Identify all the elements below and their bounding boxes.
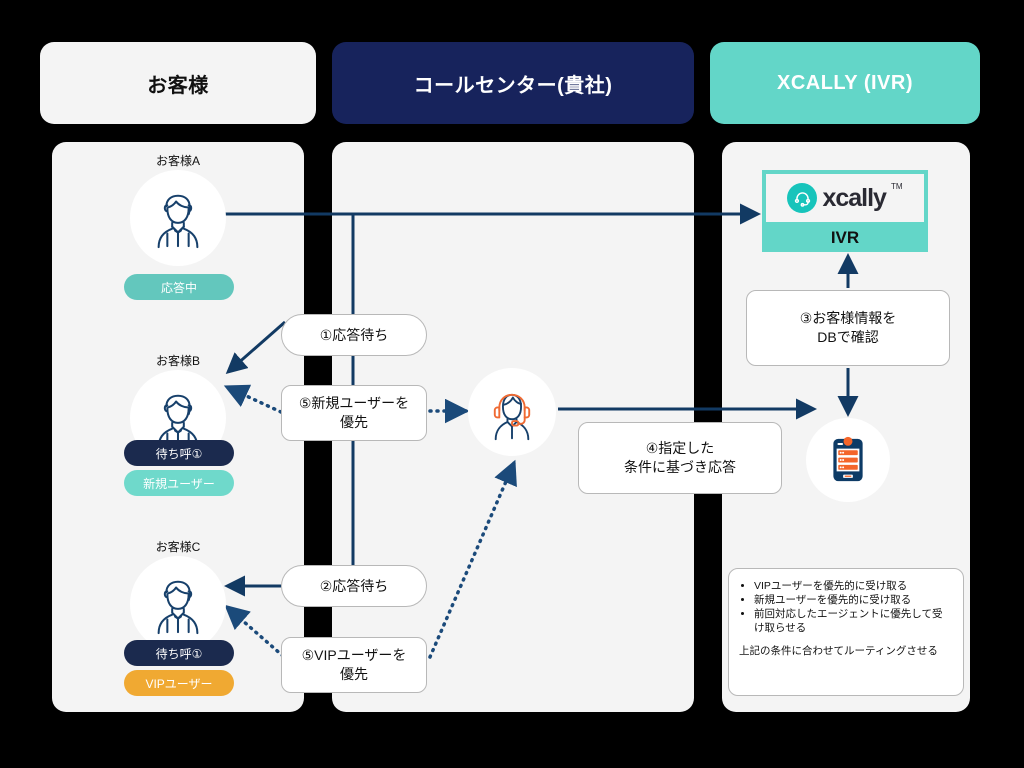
ivr-label: IVR [830,228,860,247]
step-2-label: ②応答待ち [319,577,389,594]
xcally-wordmark: xcally [822,183,887,212]
customerA-avatar [130,170,226,266]
routing-rule-item: 前回対応したエージェントに優先して受け取らせる [754,607,951,635]
step-2-box[interactable]: ②応答待ち [281,565,427,607]
customerC-badge-0: 待ち呼① [124,640,234,666]
step-1-label: ①応答待ち [319,326,389,343]
customerC-avatar [130,556,226,652]
customerB-badge-1: 新規ユーザー [124,470,234,496]
column-header-callcenter-label: コールセンター(貴社) [413,74,613,97]
step-1-box[interactable]: ①応答待ち [281,314,427,356]
routing-rules-list: VIPユーザーを優先的に受け取る 新規ユーザーを優先的に受け取る 前回対応したエ… [739,579,951,635]
routing-rule-item: VIPユーザーを優先的に受け取る [754,579,951,593]
step-3-label-line1: ③お客様情報を [799,310,897,327]
column-header-xcally-label: XCALLY (IVR) [776,71,914,94]
ivr-block: xcally TM IVR [762,170,928,252]
step-5-vip-label-line2: 優先 [340,666,368,682]
column-header-customer: お客様 [40,42,316,124]
step-5-new-box[interactable]: ⑤新規ユーザーを 優先 [281,385,427,441]
step-4-label-line1: ④指定した [645,440,715,457]
xcally-tm: TM [890,182,903,191]
step-3-label-line2: DBで確認 [817,329,879,345]
step-4-label-line2: 条件に基づき応答 [624,459,736,475]
customerB-badge-0: 待ち呼① [124,440,234,466]
routing-rules-box: VIPユーザーを優先的に受け取る 新規ユーザーを優先的に受け取る 前回対応したエ… [728,568,964,696]
column-header-customer-label: お客様 [147,74,209,97]
xcally-headset-icon [787,183,818,213]
customerC-badge-1: VIPユーザー [124,670,234,696]
step-5-vip-label-line1: ⑤VIPユーザーを [301,647,407,664]
column-header-callcenter: コールセンター(貴社) [332,42,694,124]
column-header-xcally: XCALLY (IVR) [710,42,980,124]
step-3-box[interactable]: ③お客様情報を DBで確認 [746,290,950,366]
xcally-logo: xcally TM [766,174,924,222]
agent-avatar [468,368,556,456]
customerA-name: お客様A [155,154,200,168]
step-5-new-label-line2: 優先 [340,414,368,430]
step-5-vip-box[interactable]: ⑤VIPユーザーを 優先 [281,637,427,693]
step-5-new-label-line1: ⑤新規ユーザーを [298,395,410,412]
customerA-badge-0: 応答中 [124,274,234,300]
customerC-name: お客様C [155,540,201,554]
customerB-name: お客様B [155,354,200,368]
database-server-icon [806,418,890,502]
routing-rules-note: 上記の条件に合わせてルーティングさせる [739,645,938,658]
step-4-box[interactable]: ④指定した 条件に基づき応答 [578,422,782,494]
routing-rule-item: 新規ユーザーを優先的に受け取る [754,593,951,607]
